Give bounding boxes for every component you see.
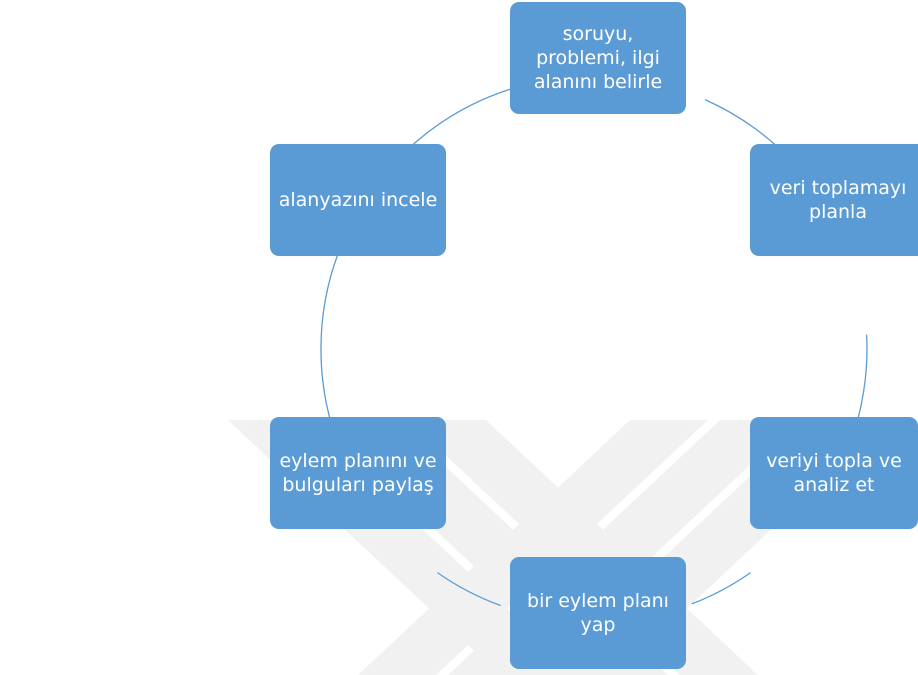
connector-arc-6: [407, 85, 519, 150]
cycle-step-share-findings: eylem planını ve bulguları paylaş: [270, 417, 446, 529]
connector-arc-4: [437, 572, 501, 607]
cycle-step-review-literature: alanyazını incele: [270, 144, 446, 256]
cycle-step-identify-question: soruyu, problemi, ilgi alanını belirle: [510, 2, 686, 114]
connector-arc-3: [691, 572, 751, 605]
cycle-step-make-action-plan: bir eylem planı yap: [510, 557, 686, 669]
cycle-step-plan-data-collection: veri toplamayı planla: [750, 144, 918, 256]
cycle-step-collect-analyze-data: veriyi topla ve analiz et: [750, 417, 918, 529]
